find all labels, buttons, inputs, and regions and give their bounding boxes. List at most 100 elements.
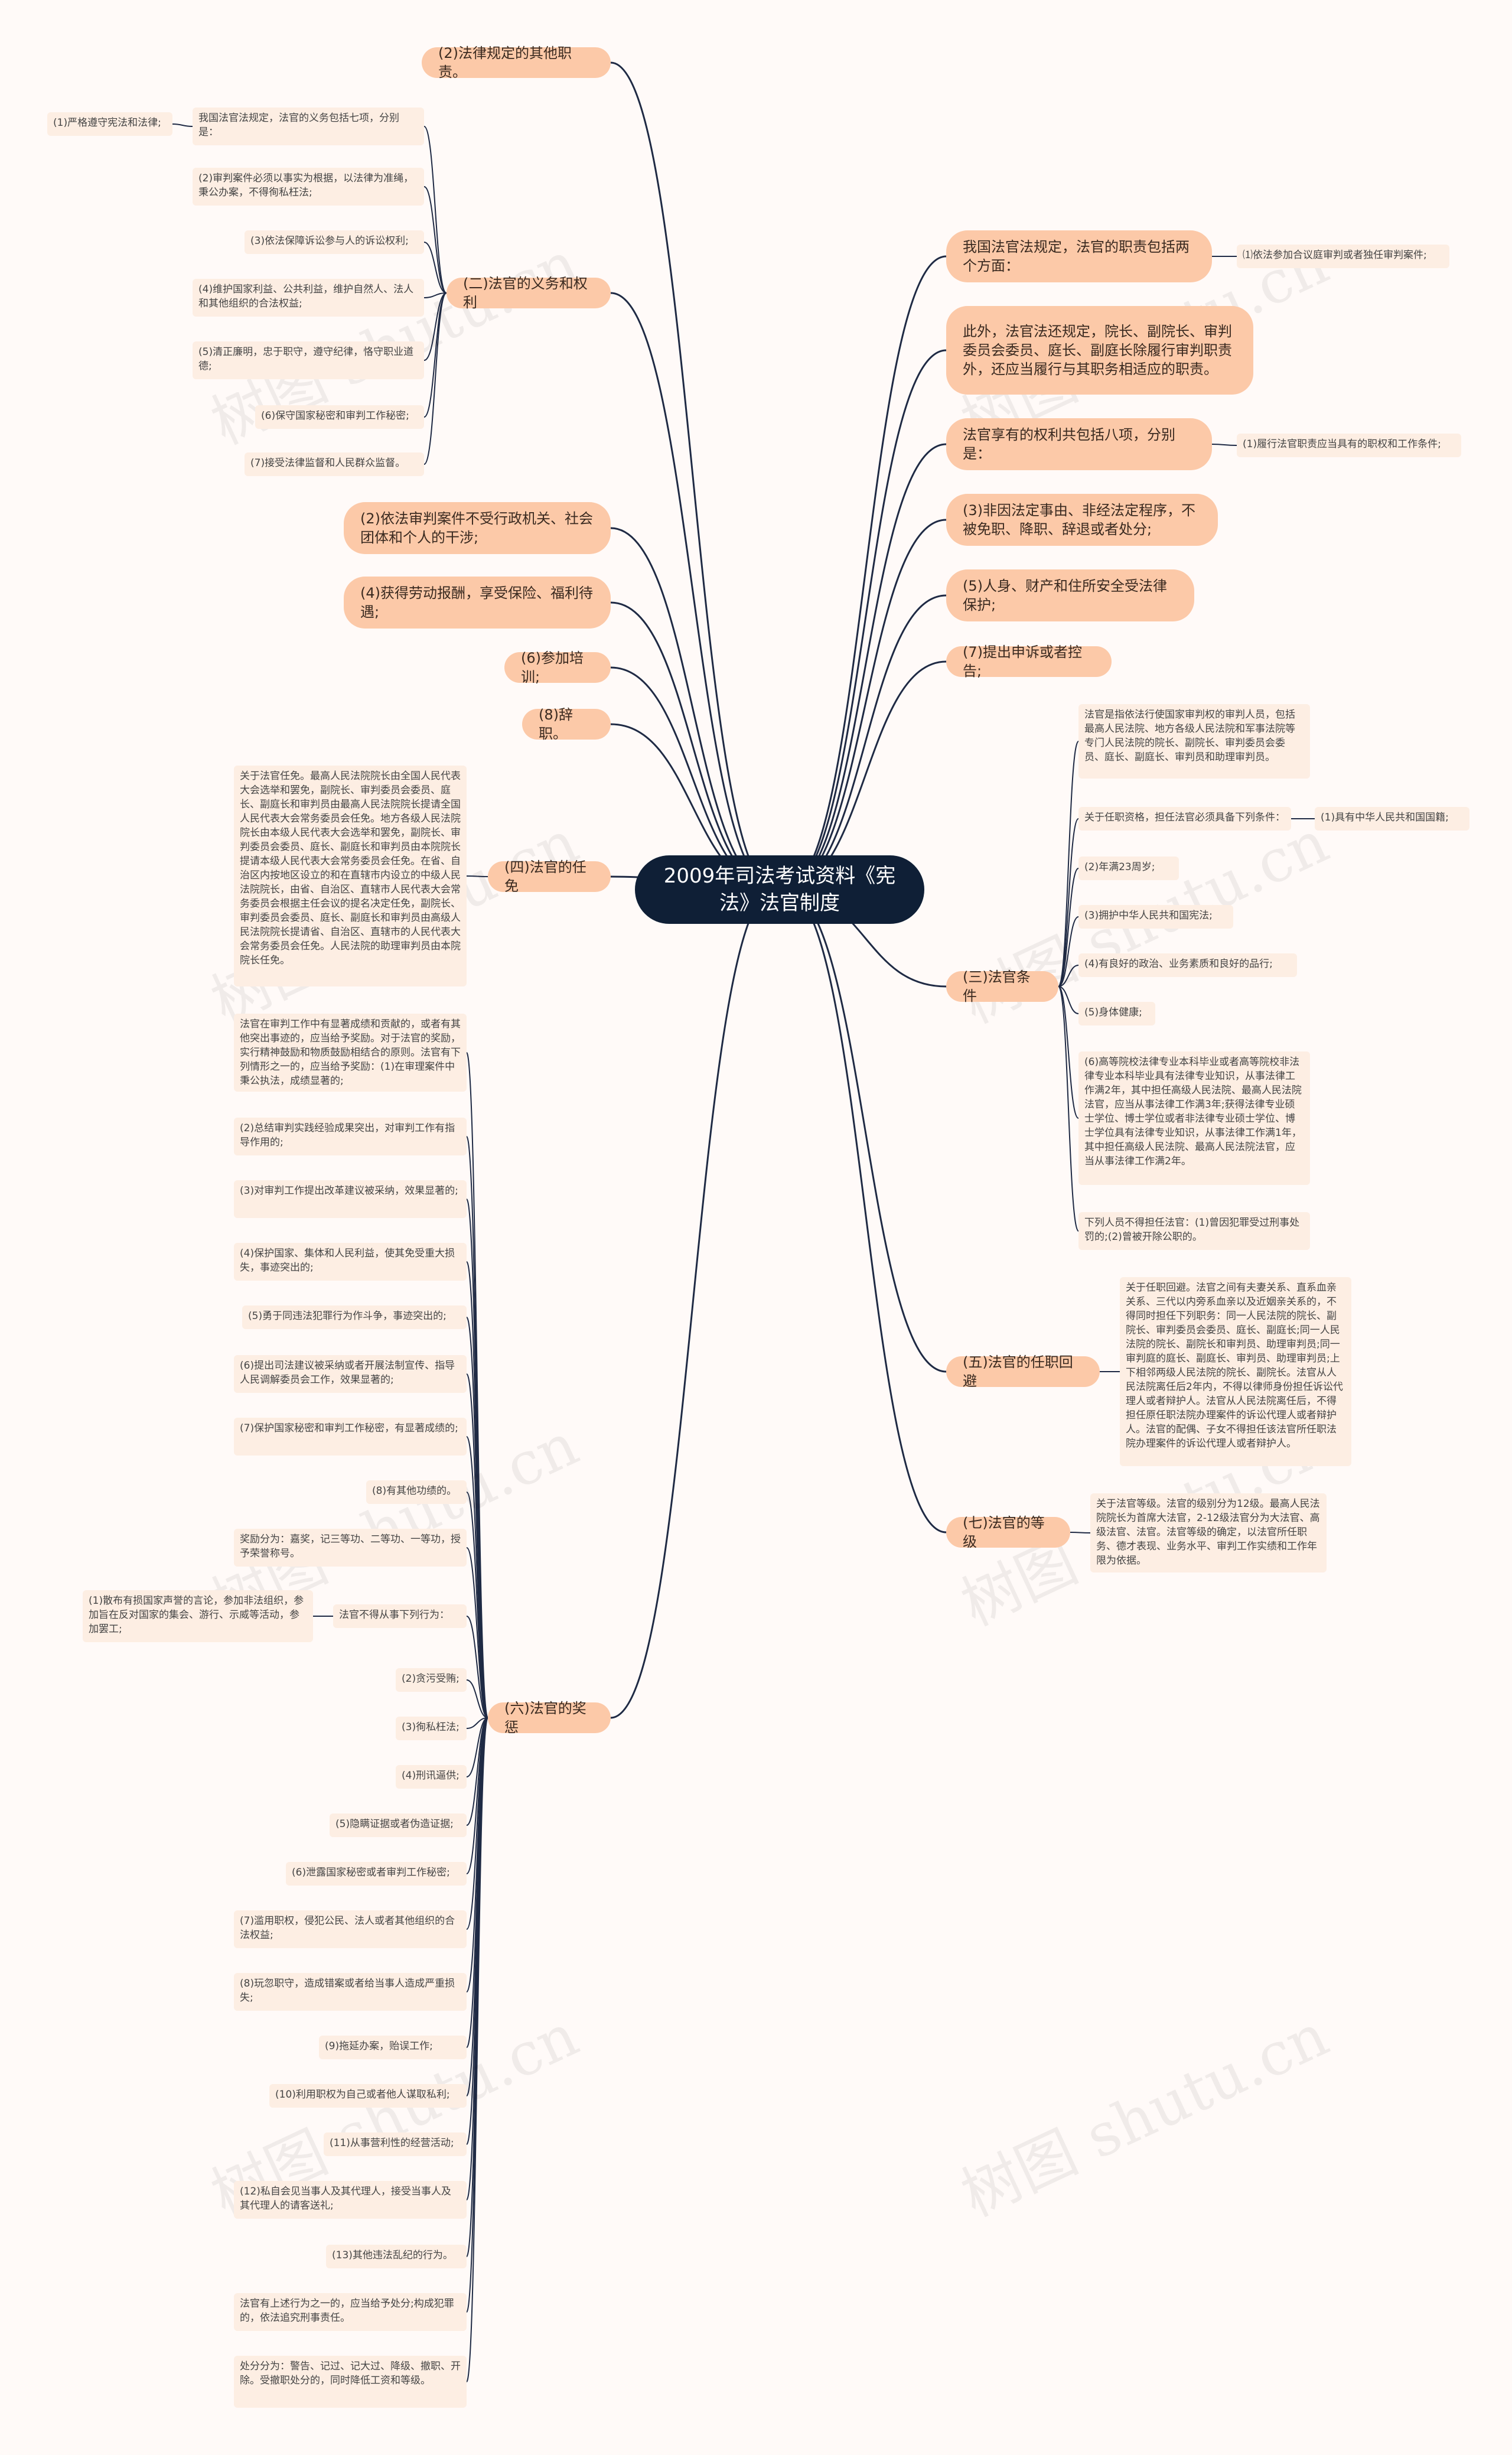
connector-branch-leaf xyxy=(1211,444,1237,446)
leaf-punish-kinds[interactable]: 处分分为：警告、记过、记大过、降级、撤职、开除。受撤职处分的，同时降低工资和等级… xyxy=(234,2356,467,2408)
connector-branch-leaf xyxy=(466,1717,488,1777)
connector-branch-leaf xyxy=(1058,818,1079,987)
leaf-obligations-2[interactable]: (2)审判案件必须以事实为根据，以法律为准绳，秉公办案，不得徇私枉法; xyxy=(193,168,424,206)
leaf-conditions-exclude[interactable]: 下列人员不得担任法官：(1)曾因犯罪受过刑事处罚的;(2)曾被开除公职的。 xyxy=(1078,1212,1310,1250)
leaf-forbid-4[interactable]: (4)刑讯逼供; xyxy=(396,1765,467,1789)
connector-branch-leaf xyxy=(1058,986,1079,1119)
leaf-forbid-1[interactable]: (1)散布有损国家声誉的言论，参加非法组织，参加旨在反对国家的集会、游行、示威等… xyxy=(83,1590,313,1642)
branch-conditions[interactable]: (三)法官条件 xyxy=(946,969,1058,1004)
connector-root-branch xyxy=(784,594,947,891)
branch-avoidance[interactable]: (五)法官的任职回避 xyxy=(946,1354,1100,1389)
leaf-forbid-7[interactable]: (7)滥用职权，侵犯公民、法人或者其他组织的合法权益; xyxy=(234,1910,467,1948)
leaf-forbid-5[interactable]: (5)隐瞒证据或者伪造证据; xyxy=(330,1813,467,1837)
connector-root-branch xyxy=(610,61,775,891)
leaf-conditions-req-intro[interactable]: 关于任职资格，担任法官必须具备下列条件： xyxy=(1078,807,1291,831)
leaf-rewards-kinds[interactable]: 奖励分为：嘉奖，记三等功、二等功、一等功，授予荣誉称号。 xyxy=(234,1529,467,1567)
connector-branch-leaf xyxy=(423,242,447,294)
leaf-forbid-6[interactable]: (6)泄露国家秘密或者审判工作秘密; xyxy=(286,1862,467,1886)
connector-branch-leaf xyxy=(1058,868,1079,987)
connector-branch-leaf xyxy=(466,1616,488,1718)
connector-branch-leaf xyxy=(466,875,488,877)
connector-root-branch xyxy=(610,601,775,891)
leaf-conditions-req-5[interactable]: (5)身体健康; xyxy=(1078,1002,1155,1025)
connector-branch-leaf xyxy=(466,1547,488,1718)
connector-root-branch xyxy=(610,888,775,1719)
branch-rewards[interactable]: (六)法官的奖惩 xyxy=(488,1700,611,1736)
leaf-rewards-7[interactable]: (7)保护国家秘密和审判工作秘密，有显著成绩的; xyxy=(234,1418,467,1456)
connector-branch-leaf xyxy=(1058,916,1079,987)
connector-branch-leaf xyxy=(423,292,447,465)
leaf-avoidance[interactable]: 关于任职回避。法官之间有夫妻关系、直系血亲关系、三代以内旁系血亲以及近姻亲关系的… xyxy=(1120,1277,1351,1466)
connector-branch-leaf xyxy=(423,292,447,298)
root-topic[interactable]: 2009年司法考试资料《宪法》法官制度 xyxy=(635,855,924,924)
leaf-rights-1[interactable]: (1)履行法官职责应当具有的职权和工作条件; xyxy=(1237,434,1461,457)
connector-root-branch xyxy=(784,888,947,1533)
leaf-forbid-2[interactable]: (2)贪污受贿; xyxy=(396,1668,467,1692)
leaf-obligations-3[interactable]: (3)依法保障诉讼参与人的诉讼权利; xyxy=(245,230,424,254)
leaf-obligations-7[interactable]: (7)接受法律监督和人民群众监督。 xyxy=(245,452,424,476)
leaf-obligations-5[interactable]: (5)清正廉明，忠于职守，遵守纪律，恪守职业道德; xyxy=(193,341,424,379)
branch-rights-2[interactable]: (2)依法审判案件不受行政机关、社会团体和个人的干涉; xyxy=(344,502,611,554)
leaf-rewards-4[interactable]: (4)保护国家、集体和人民利益，使其免受重大损失，事迹突出的; xyxy=(234,1243,467,1281)
branch-appointment[interactable]: (四)法官的任免 xyxy=(488,859,611,894)
leaf-obligations-1[interactable]: (1)严格遵守宪法和法律; xyxy=(47,112,172,136)
leaf-forbid-11[interactable]: (11)从事营利性的经营活动; xyxy=(324,2132,467,2156)
leaf-rewards-5[interactable]: (5)勇于同违法犯罪行为作斗争，事迹突出的; xyxy=(242,1305,467,1329)
branch-rights-3[interactable]: (3)非因法定事由、非经法定程序，不被免职、降职、辞退或者处分; xyxy=(946,494,1218,546)
leaf-appointment[interactable]: 关于法官任免。最高人民法院院长由全国人民代表大会选举和罢免，副院长、审判委员会委… xyxy=(234,766,467,986)
leaf-rewards-3[interactable]: (3)对审判工作提出改革建议被采纳，效果显著的; xyxy=(234,1180,467,1218)
connector-branch-leaf xyxy=(423,292,447,361)
leaf-forbid-12[interactable]: (12)私自会见当事人及其代理人，接受当事人及其代理人的请客送礼; xyxy=(234,2181,467,2219)
connector-branch-leaf xyxy=(1070,1532,1091,1533)
branch-obligations[interactable]: (二)法官的义务和权利 xyxy=(447,275,611,311)
leaf-forbid-10[interactable]: (10)利用职权为自己或者他人谋取私利; xyxy=(269,2084,467,2108)
connector-branch-leaf xyxy=(1058,986,1079,1232)
connector-branch-leaf xyxy=(1058,986,1079,1014)
connector-root-branch xyxy=(784,255,947,891)
leaf-rewards-intro[interactable]: 法官在审判工作中有显著成绩和贡献的，或者有其他突出事迹的，应当给予奖励。对于法官… xyxy=(234,1014,467,1092)
leaf-conditions-req-4[interactable]: (4)有良好的政治、业务素质和良好的品行; xyxy=(1078,953,1297,977)
leaf-grades[interactable]: 关于法官等级。法官的级别分为12级。最高人民法院院长为首席大法官，2-12级法官… xyxy=(1090,1493,1327,1572)
branch-rights-4[interactable]: (4)获得劳动报酬，享受保险、福利待遇; xyxy=(344,577,611,629)
leaf-conditions-intro[interactable]: 法官是指依法行使国家审判权的审判人员，包括最高人民法院、地方各级人民法院和军事法… xyxy=(1078,704,1310,779)
branch-duties-extra[interactable]: 此外，法官法还规定，院长、副院长、审判委员会委员、庭长、副庭长除履行审判职责外，… xyxy=(946,306,1253,395)
connector-branch-leaf xyxy=(423,186,447,294)
connector-branch-leaf xyxy=(423,126,447,294)
branch-rights-7[interactable]: (7)提出申诉或者控告; xyxy=(946,644,1112,679)
leaf-rewards-2[interactable]: (2)总结审判实践经验成果突出，对审判工作有指导作用的; xyxy=(234,1118,467,1155)
leaf-rewards-8[interactable]: (8)有其他功绩的。 xyxy=(366,1480,467,1504)
connector-root-branch xyxy=(784,888,947,1373)
leaf-forbid-3[interactable]: (3)徇私枉法; xyxy=(396,1717,467,1740)
branch-other-duties[interactable]: (2)法律规定的其他职责。 xyxy=(422,45,611,80)
leaf-conditions-req-2[interactable]: (2)年满23周岁; xyxy=(1078,857,1179,880)
leaf-forbid-13[interactable]: (13)其他违法乱纪的行为。 xyxy=(326,2245,467,2268)
leaf-duties-1[interactable]: ⑴依法参加合议庭审判或者独任审判案件; xyxy=(1237,245,1449,268)
connector-branch-leaf xyxy=(466,1679,488,1718)
branch-duties[interactable]: 我国法官法规定，法官的职责包括两个方面： xyxy=(946,230,1212,282)
branch-rights[interactable]: 法官享有的权利共包括八项，分别是： xyxy=(946,418,1212,470)
leaf-conditions-req-3[interactable]: (3)拥护中华人民共和国宪法; xyxy=(1078,905,1233,929)
connector-branch-leaf xyxy=(466,1717,488,2382)
leaf-obligations-4[interactable]: (4)维护国家利益、公共利益，维护自然人、法人和其他组织的合法权益; xyxy=(193,279,424,317)
connector-branch-leaf xyxy=(1058,965,1079,987)
connector-branch-leaf xyxy=(423,292,447,418)
connector-root-branch xyxy=(784,443,947,891)
leaf-conditions-req-6[interactable]: (6)高等院校法律专业本科毕业或者高等院校非法律专业本科毕业具有法律专业知识，从… xyxy=(1078,1051,1310,1185)
leaf-forbid-8[interactable]: (8)玩忽职守，造成错案或者给当事人造成严重损失; xyxy=(234,1973,467,2011)
leaf-forbid-9[interactable]: (9)拖延办案，贻误工作; xyxy=(319,2036,467,2059)
leaf-rewards-6[interactable]: (6)提出司法建议被采纳或者开展法制宣传、指导人民调解委员会工作，效果显著的; xyxy=(234,1355,467,1393)
branch-rights-5[interactable]: (5)人身、财产和住所安全受法律保护; xyxy=(946,569,1194,621)
connector-branch-leaf xyxy=(172,123,193,127)
leaf-conditions-req-1[interactable]: (1)具有中华人民共和国国籍; xyxy=(1315,807,1469,831)
connector-root-branch xyxy=(610,292,775,891)
connector-root-branch xyxy=(610,527,775,891)
branch-rights-8[interactable]: (8)辞职。 xyxy=(522,706,611,742)
branch-rights-6[interactable]: (6)参加培训; xyxy=(504,650,611,685)
leaf-punish[interactable]: 法官有上述行为之一的，应当给予处分;构成犯罪的，依法追究刑事责任。 xyxy=(234,2293,467,2331)
leaf-obligations-6[interactable]: (6)保守国家秘密和审判工作秘密; xyxy=(255,405,424,429)
connector-root-branch xyxy=(784,349,947,891)
leaf-forbid-intro[interactable]: 法官不得从事下列行为： xyxy=(333,1604,467,1628)
leaf-obligations-intro[interactable]: 我国法官法规定，法官的义务包括七项，分别是： xyxy=(193,108,424,145)
branch-grades[interactable]: (七)法官的等级 xyxy=(946,1515,1070,1550)
